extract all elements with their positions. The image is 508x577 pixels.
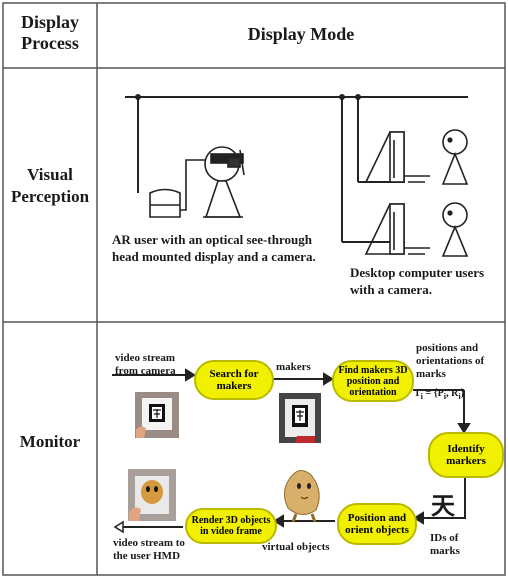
- virtual-object-character: [284, 470, 320, 523]
- marker-image-3: [128, 469, 176, 521]
- virtual-objects-label: virtual objects: [262, 541, 330, 553]
- desktop-users-caption: Desktop computer users with a camera.: [350, 265, 485, 297]
- marker-image-2: [279, 393, 321, 443]
- marker-image-1: [135, 392, 179, 438]
- header-col2: Display Mode: [247, 24, 355, 44]
- ar-user-figure: [149, 146, 245, 218]
- flow-arrows: [112, 368, 471, 534]
- bus-nodes: [135, 94, 361, 100]
- row-label-visual: Visual Perception: [10, 165, 90, 206]
- header-col1: Display Process: [20, 12, 80, 53]
- desktop-user-1: [364, 129, 469, 185]
- ids-of-marks-label: IDs of marks: [430, 532, 460, 557]
- ar-user-caption: AR user with an optical see-through head…: [112, 232, 316, 264]
- positions-orientations-label: positions and orientations of marks: [416, 342, 485, 380]
- find-makers-step: Find makers 3D position and orientation: [332, 360, 414, 402]
- position-orient-step: Position and orient objects: [337, 503, 417, 545]
- identify-markers-step: Identify markers: [428, 432, 504, 478]
- network-bus: [125, 96, 468, 243]
- marker-glyph: 天: [431, 492, 455, 520]
- video-stream-in-label: video stream from camera: [115, 352, 176, 377]
- search-makers-step: Search for makers: [194, 360, 274, 400]
- transform-formula: Ti = {Pi, Ri}: [414, 388, 465, 401]
- desktop-user-2: [364, 202, 469, 257]
- render-objects-step: Render 3D objects in video frame: [185, 508, 277, 544]
- row-label-monitor: Monitor: [19, 432, 81, 451]
- makers-label: makers: [276, 361, 311, 373]
- video-stream-out-label: video stream to the user HMD: [113, 537, 185, 562]
